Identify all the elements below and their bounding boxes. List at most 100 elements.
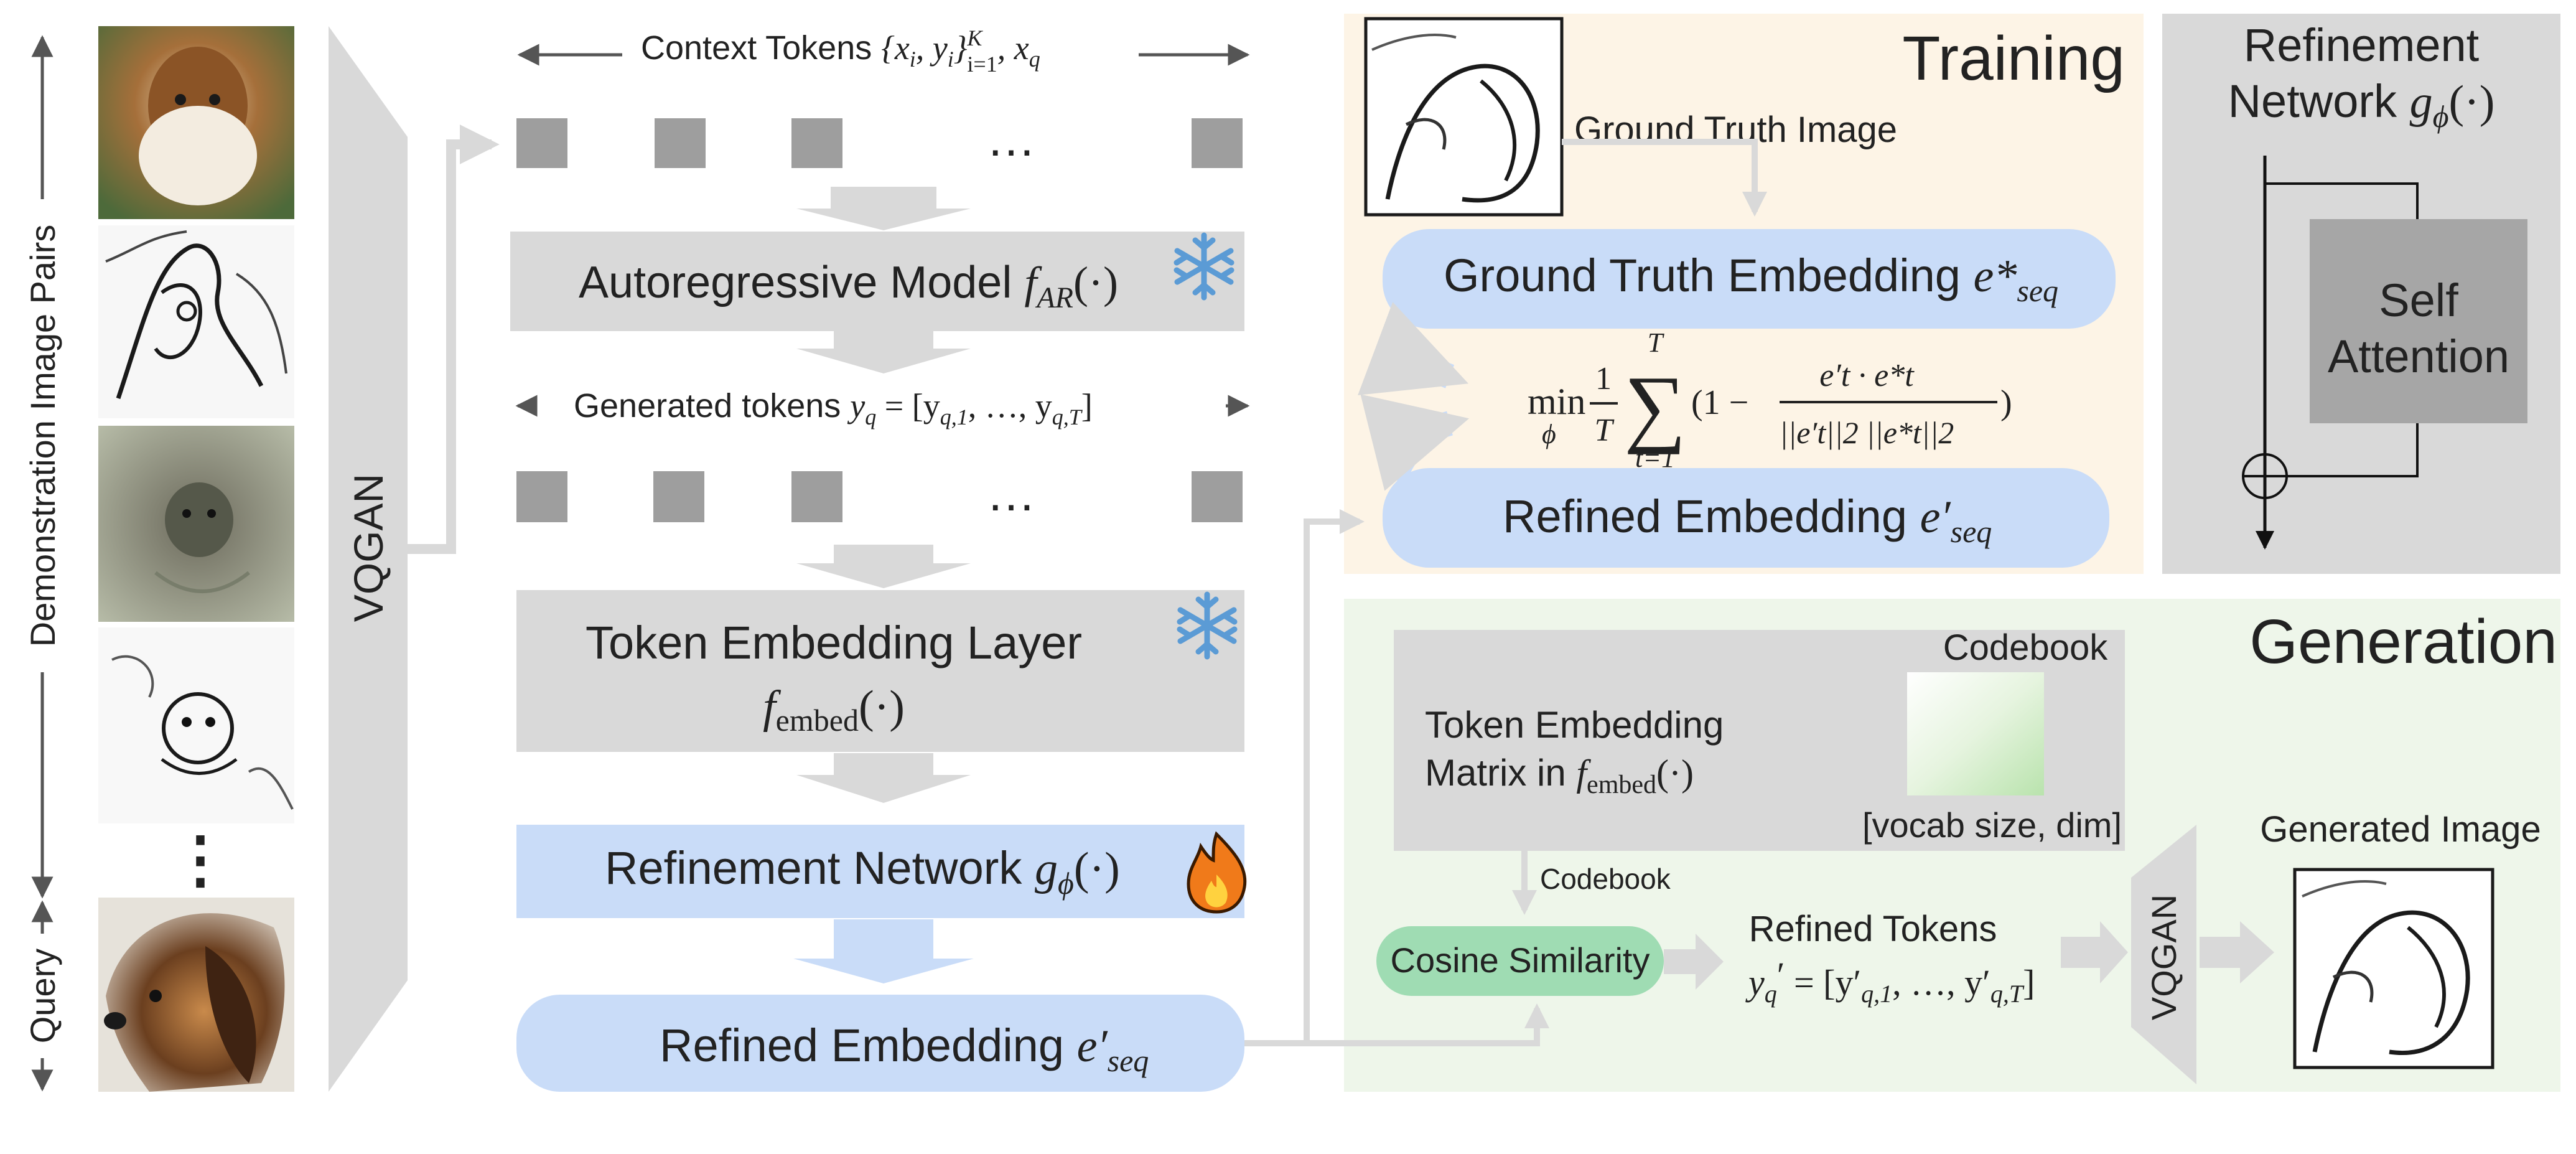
- ground-truth-image: [1364, 17, 1564, 217]
- refinement-network-box: [516, 825, 1244, 918]
- gt-embedding-label: Ground Truth Embedding e*seq: [1444, 250, 2058, 308]
- rt-eq: = [y′: [1785, 962, 1861, 1003]
- context-sub-i: i: [910, 47, 916, 72]
- rt-mid: , …, y′: [1892, 962, 1990, 1003]
- generated-token-row: …: [516, 466, 1243, 522]
- formula-T: T: [1595, 413, 1615, 448]
- snowflake-icon: [1174, 232, 1234, 301]
- generated-sub: q: [865, 405, 876, 429]
- down-arrow-5: [793, 919, 974, 983]
- training-refined-embedding-label: Refined Embedding e′seq: [1503, 490, 1992, 549]
- formula-numerator: e′t · e*t: [1819, 358, 1915, 393]
- formula-one: 1: [1595, 361, 1612, 396]
- down-arrow-2: [796, 331, 971, 373]
- refined-embedding-math: e′: [1077, 1021, 1109, 1072]
- codebook-arrow-label: Codebook: [1540, 863, 1671, 895]
- context-sub-range: i=1: [967, 52, 997, 77]
- self-attention-box: [2310, 219, 2527, 423]
- demonstration-axis: Demonstration Image Pairs: [23, 35, 62, 899]
- generated-token: [516, 471, 567, 522]
- cosine-to-tokens-arrow: [1664, 934, 1724, 990]
- refined-tokens-title: Refined Tokens: [1749, 909, 1997, 949]
- autoregressive-model-box: [510, 232, 1244, 331]
- vqgan-to-tokens-arrow: [408, 124, 500, 554]
- refined-to-training-arrow: [1244, 509, 1365, 1046]
- context-close: }: [954, 29, 968, 67]
- cosine-similarity-box: [1376, 926, 1664, 996]
- formula-denominator: ||e′t||2 ||e*t||2: [1780, 415, 1954, 450]
- generated-mid: , …, y: [968, 387, 1052, 425]
- vqgan-decoder: VQGAN: [2131, 825, 2196, 1084]
- refinement-panel-title-1: Refinement: [2244, 19, 2480, 71]
- gt-embedding-math: e*: [1974, 251, 2017, 302]
- cosine-similarity-label: Cosine Similarity: [1391, 941, 1650, 980]
- generated-close: ]: [1081, 387, 1093, 425]
- generation-title: Generation: [2249, 607, 2557, 677]
- rt-s2: q,T: [1990, 980, 2025, 1008]
- generated-token: [791, 471, 842, 522]
- matrix-line1: Token Embedding: [1425, 704, 1724, 746]
- token-embedding-line2: fembed(·): [763, 682, 905, 738]
- loss-formula: min ϕ 1 T ∑ T t=1 (1 − e′t · e*t ||e′t||…: [1528, 327, 2012, 473]
- matrix-line2: Matrix in fembed(·): [1425, 752, 1694, 799]
- thumbnail-collie-sketch: [98, 225, 294, 418]
- rt-s1: q,1: [1861, 980, 1892, 1008]
- formula-open: (1 −: [1691, 383, 1748, 422]
- rt-a-sub: q: [1765, 980, 1777, 1008]
- gt-embedding-box: [1383, 229, 2116, 329]
- refinement-panel-title-2: Network gϕ(·): [2228, 75, 2495, 134]
- demonstration-label: Demonstration Image Pairs: [23, 225, 62, 647]
- generated-math: y: [847, 387, 865, 425]
- matrix-sub: embed: [1587, 771, 1656, 799]
- snowflake-icon: [1177, 591, 1238, 660]
- context-token-row: …: [516, 111, 1243, 168]
- gt-to-loss-arrow: [1358, 302, 1468, 395]
- context-token-dots: …: [986, 111, 1036, 166]
- formula-close: ): [2000, 383, 2012, 422]
- training-title: Training: [1902, 24, 2125, 93]
- vqgan-right-label: VQGAN: [2144, 894, 2183, 1020]
- context-tail: , x: [997, 29, 1029, 67]
- autoregressive-text: Autoregressive Model: [579, 258, 1024, 307]
- codebook-title: Codebook: [1943, 627, 2108, 668]
- refined-embedding-label: Refined Embedding e′seq: [660, 1020, 1149, 1078]
- refinement-panel-math: g: [2410, 77, 2433, 128]
- fire-icon: [1187, 831, 1247, 914]
- autoregressive-model-label: Autoregressive Model fAR(·): [579, 258, 1118, 314]
- thumbnail-seal-photo: [98, 426, 294, 622]
- generated-image: [2293, 868, 2494, 1069]
- token-embedding-layer-box: [516, 590, 1244, 752]
- context-token: [791, 118, 842, 168]
- self-attention-line2: Attention: [2328, 331, 2509, 382]
- thumbnail-ellipsis: ⋮: [169, 825, 231, 894]
- thumbnail-collie-photo: [98, 26, 294, 219]
- refined-embedding-text: Refined Embedding: [660, 1020, 1077, 1071]
- token-embedding-sub: embed: [776, 703, 859, 738]
- generated-tokens-label: Generated tokens yq = [yq,1, …, yq,T]: [574, 387, 1093, 429]
- rt-close: ]: [2023, 962, 2035, 1003]
- codebook-gradient: [1907, 672, 2044, 795]
- context-comma: , y: [916, 29, 948, 67]
- query-label: Query: [23, 949, 62, 1044]
- formula-sigma-top: T: [1648, 327, 1665, 358]
- generated-sub2: q,T: [1052, 405, 1083, 429]
- rt-prime: ′: [1777, 955, 1785, 995]
- context-tokens-math: {x: [881, 29, 910, 67]
- context-sup-k: K: [966, 26, 983, 50]
- refinement-panel-text: Network: [2228, 75, 2410, 127]
- matrix-dims: [vocab size, dim]: [1862, 805, 2122, 845]
- thumbnail-seal-sketch: [98, 627, 294, 823]
- generated-tokens-row-label: Generated tokens yq = [yq,1, …, yq,T]: [515, 387, 1250, 429]
- generated-token: [653, 471, 704, 522]
- generated-token: [1192, 471, 1243, 522]
- refinement-network-text: Refinement Network: [605, 842, 1035, 894]
- gt-embedding-sub: seq: [2017, 273, 2058, 308]
- matrix-tail: (·): [1656, 753, 1694, 794]
- refinement-network-label: Refinement Network gϕ(·): [605, 842, 1120, 901]
- refinement-network-tail: (·): [1074, 843, 1120, 894]
- generated-image-label: Generated Image: [2260, 809, 2541, 850]
- vqgan-encoder: VQGAN: [329, 26, 408, 1092]
